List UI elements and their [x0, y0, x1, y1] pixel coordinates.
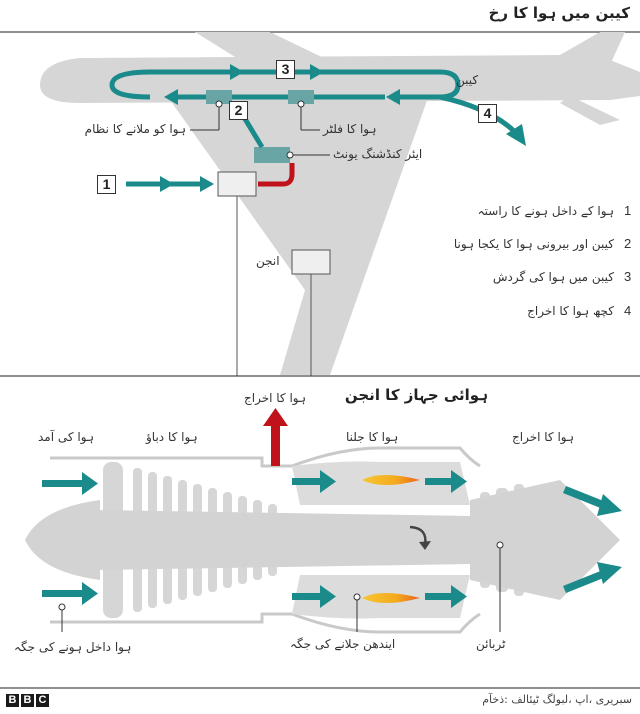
circulation-loop [109, 69, 461, 100]
turbine-label: ٹربائن [476, 637, 506, 651]
fuel-burn-point-label: ایندھن جلانے کی جگہ [290, 637, 396, 651]
air-filter-label: ہوا کا فلٹر [323, 122, 377, 136]
engine-leader-lines [58, 541, 504, 632]
exhaust-cone [470, 480, 620, 600]
engine-pod-1 [217, 171, 257, 197]
cabin-label: کیبن [456, 73, 479, 87]
bbc-logo-letter: C [36, 694, 49, 707]
mixing-system-label: ہوا کو ملانے کا نظام [84, 122, 186, 136]
combustion-label: ہوا کا جلنا [346, 430, 399, 444]
ac-unit-label: ایئر کنڈشنگ یونٹ [333, 147, 423, 161]
filter-block [288, 90, 314, 104]
airplane-silhouette [40, 32, 640, 375]
engine-flow-arrows [42, 470, 622, 608]
legend-text-3: کیبن میں ہوا کی گردش [492, 270, 614, 284]
flames [362, 475, 420, 603]
bbc-logo-letter: B [21, 694, 34, 707]
engine-casing [50, 446, 481, 634]
loop-arrowheads [164, 64, 400, 105]
compression-label: ہوا کا دباؤ [146, 430, 198, 444]
mixing-block [206, 90, 232, 104]
outflow-arrowhead [506, 124, 526, 146]
marker-box-2: 2 [229, 101, 248, 120]
marker-box-4: 4 [478, 104, 497, 123]
legend-num-3: 3 [624, 269, 632, 284]
legend-num-4: 4 [624, 303, 632, 318]
source-credit: سبریری ،اپ ،لبولگ ٹیئالف :ذخآم [482, 693, 632, 706]
bbc-logo: B B C [6, 694, 49, 707]
air-intake-label: ہوا کی آمد [38, 430, 94, 444]
engine-pod-2 [291, 249, 331, 275]
legend-num-2: 2 [624, 236, 632, 251]
core-shaft [100, 510, 470, 570]
legend-text-1: ہوا کے داخل ہونے کا راستہ [477, 204, 614, 218]
legend-num-1: 1 [624, 203, 632, 218]
marker-box-3: 3 [276, 60, 295, 79]
bleed-exhaust-label: ہوا کا اخراج [244, 391, 307, 405]
spinner-cone [25, 500, 100, 580]
air-entry-point-label: ہوا داخل ہونے کی جگہ [14, 640, 132, 654]
leader-lines [190, 100, 330, 159]
legend-text-4: کچھ ہوا کا اخراج [527, 304, 614, 318]
legend-text-2: کیبن اور بیرونی ہوا کا یکجا ہونا [453, 237, 614, 251]
exhaust-label: ہوا کا اخراج [512, 430, 575, 444]
ac-unit-block [254, 147, 290, 163]
bleed-air-line [258, 163, 295, 187]
bleed-exhaust-shaft [271, 424, 280, 466]
engine-title: ہوائی جہاز کا انجن [344, 386, 488, 404]
engine-label: انجن [256, 254, 280, 268]
marker-box-1: 1 [97, 175, 116, 194]
bbc-logo-letter: B [6, 694, 19, 707]
cabin-airflow-title: کیبن میں ہوا کا رخ [488, 4, 630, 22]
bleed-exhaust-arrowhead [263, 408, 288, 426]
